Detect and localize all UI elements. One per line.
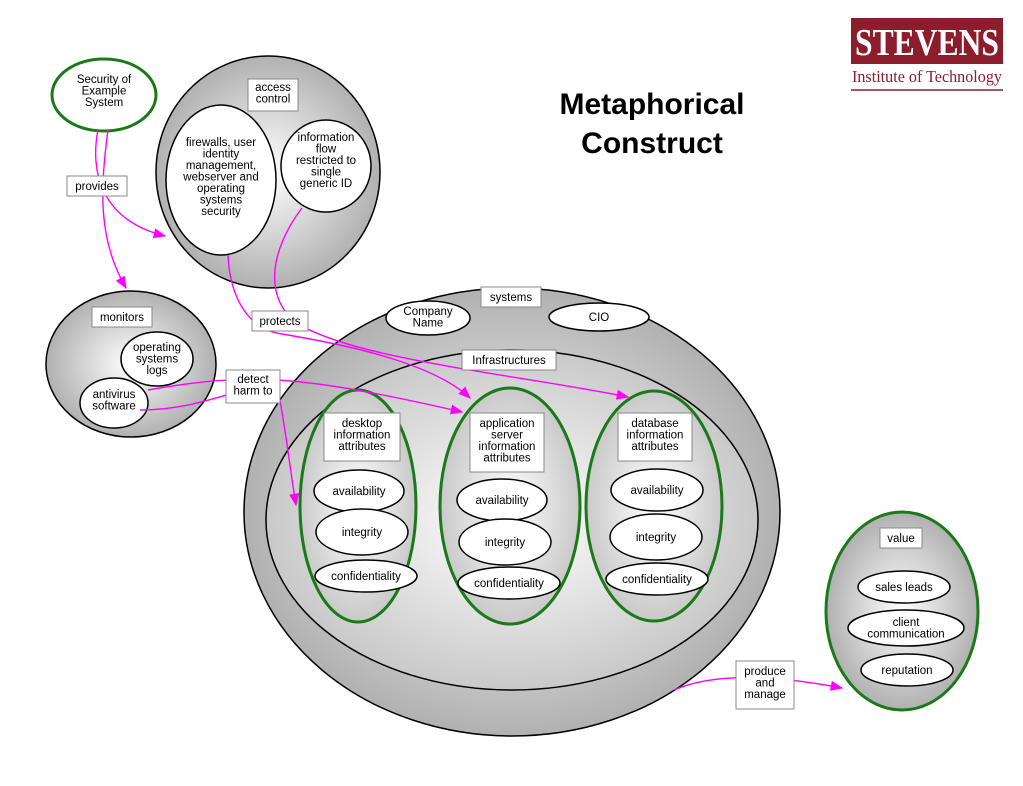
company-name-ellipse: [385, 300, 471, 336]
infrastructures-box: [461, 349, 557, 371]
sales-leads-ellipse: [857, 570, 951, 604]
db-availability-label: availability: [630, 485, 683, 497]
desktop-integrity-label: integrity: [342, 527, 383, 539]
edge-infoflow-to-db: [273, 207, 630, 400]
systems-label: systems: [490, 292, 532, 304]
cio-ellipse: [548, 302, 650, 332]
db-confidentiality-label: confidentiality: [622, 574, 692, 586]
desktop-availability-label: availability: [332, 486, 385, 498]
reputation-ellipse: [860, 653, 954, 687]
desktop-confidentiality-label: confidentiality: [331, 571, 401, 583]
desktop-integrity-ellipse: [315, 508, 409, 556]
value-box: [879, 527, 923, 549]
security-ellipse: [50, 57, 158, 133]
desktop-box: [323, 412, 401, 462]
db-availability-ellipse: [610, 468, 704, 512]
app-server-box: [469, 412, 545, 473]
protects-box: [251, 310, 309, 332]
app-integrity-ellipse: [458, 518, 552, 566]
sales-leads-label: sales leads: [875, 582, 933, 594]
db-confidentiality-ellipse: [605, 562, 709, 596]
logo-name: STEVENS: [855, 22, 999, 64]
edge-firewalls-to-app: [227, 254, 471, 399]
access-control-box: [247, 78, 299, 112]
title-line-1: Metaphorical: [559, 88, 744, 121]
systems-box: [480, 286, 542, 308]
monitors-box: [91, 306, 153, 328]
db-integrity-label: integrity: [636, 532, 677, 544]
db-integrity-ellipse: [609, 513, 703, 561]
provides-label: provides: [75, 181, 119, 193]
detect-harm-box: [225, 369, 281, 404]
page-title: Metaphorical Construct: [559, 88, 744, 160]
app-confidentiality-label: confidentiality: [474, 578, 544, 590]
desktop-confidentiality-ellipse: [314, 559, 418, 593]
edge-security-to-monitors: [102, 129, 127, 290]
title-line-2: Construct: [581, 127, 723, 160]
app-confidentiality-ellipse: [457, 566, 561, 600]
app-availability-label: availability: [475, 495, 528, 507]
client-comm-ellipse: [847, 609, 965, 647]
infrastructures-label: Infrastructures: [472, 355, 546, 367]
label-boxes: [66, 78, 923, 710]
reputation-label: reputation: [881, 665, 932, 677]
app-integrity-label: integrity: [485, 537, 526, 549]
value-label: value: [887, 533, 915, 545]
provides-box: [66, 175, 128, 197]
cio-label: CIO: [589, 312, 610, 324]
protects-label: protects: [260, 316, 301, 328]
firewalls-ellipse: [165, 104, 277, 256]
antivirus-ellipse: [79, 377, 149, 429]
database-box: [617, 412, 693, 462]
os-logs-ellipse: [120, 331, 194, 387]
stevens-logo: STEVENS Institute of Technology: [851, 18, 1003, 91]
logo-subtitle: Institute of Technology: [852, 67, 1002, 86]
monitors-label: monitors: [100, 312, 144, 324]
produce-manage-box: [735, 660, 795, 710]
info-flow-ellipse: [280, 119, 372, 213]
edge-logs-to-app: [147, 378, 464, 415]
